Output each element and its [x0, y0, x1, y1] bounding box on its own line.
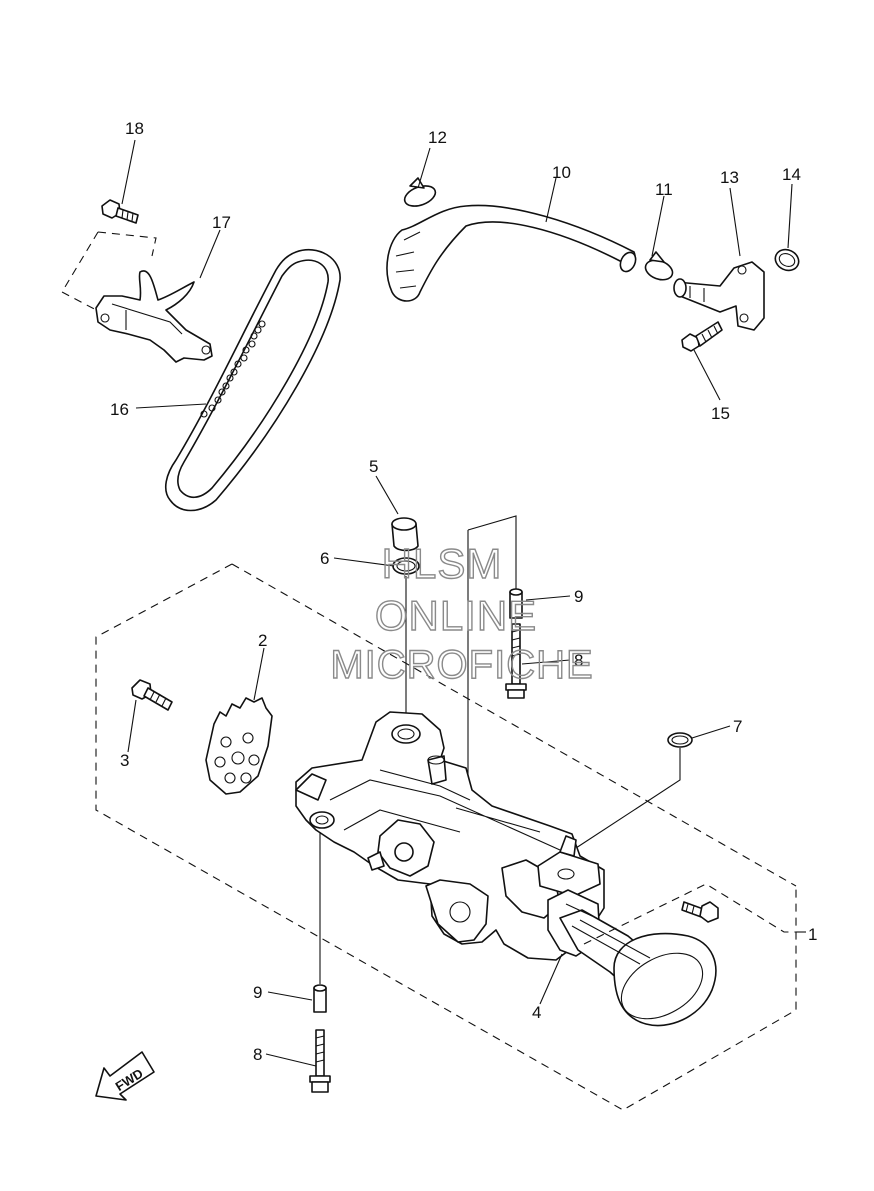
bolt-18-alignment [61, 231, 157, 313]
callout-8-lower: 8 [253, 1045, 262, 1064]
bolt-8-lower[interactable] [309, 1029, 331, 1093]
callout-3: 3 [120, 751, 129, 770]
o-ring-7-alignment [575, 748, 681, 849]
clamp-12[interactable] [402, 177, 438, 210]
bolt-15[interactable] [681, 321, 723, 352]
callout-6: 6 [320, 549, 329, 568]
callout-13: 13 [720, 168, 739, 187]
callout-4: 4 [532, 1003, 541, 1022]
callout-11: 11 [655, 180, 673, 199]
leader-lines [121, 139, 793, 1067]
callout-9-upper: 9 [574, 587, 583, 606]
bolt-8-upper[interactable] [505, 623, 527, 699]
watermark-line-1: HLSM [382, 540, 503, 587]
callout-15: 15 [711, 404, 730, 423]
dowel-pin-9-lower[interactable] [313, 984, 327, 1013]
callout-2: 2 [258, 631, 267, 650]
callout-16: 16 [110, 400, 129, 419]
hose-10[interactable] [386, 204, 639, 302]
assembly-boundary [95, 563, 797, 1111]
bolt-3[interactable] [131, 679, 173, 711]
callout-12: 12 [428, 128, 447, 147]
chain-guide-17[interactable] [95, 270, 213, 363]
strainer-bolt[interactable] [681, 901, 719, 923]
callout-7: 7 [733, 717, 742, 736]
fwd-arrow: FWD [95, 1051, 155, 1101]
oil-pump-assembly[interactable] [295, 711, 717, 1032]
watermark: HLSM ONLINE MICROFICHE [330, 539, 594, 687]
chain-16[interactable] [164, 248, 341, 512]
callout-8-upper: 8 [574, 651, 583, 670]
callout-9-lower: 9 [253, 983, 262, 1002]
callout-1: 1 [808, 925, 817, 944]
callout-labels: 1 2 3 4 5 6 7 8 8 9 9 10 11 12 13 14 15 … [110, 119, 817, 1064]
sprocket-2[interactable] [205, 697, 273, 795]
pipe-13[interactable] [673, 261, 765, 331]
dowel-pin-9-upper[interactable] [509, 588, 523, 619]
callout-14: 14 [782, 165, 801, 184]
watermark-line-3: MICROFICHE [330, 643, 593, 687]
bolt-18[interactable] [101, 199, 139, 224]
callout-18: 18 [125, 119, 144, 138]
dowel-sleeve-5[interactable] [391, 517, 419, 552]
watermark-line-2: ONLINE [375, 592, 537, 639]
callout-10: 10 [552, 163, 571, 182]
clamp-11[interactable] [643, 251, 675, 283]
upper-bolt-alignment [467, 515, 517, 780]
o-ring-7[interactable] [667, 732, 693, 748]
callout-17: 17 [212, 213, 231, 232]
o-ring-14[interactable] [772, 246, 802, 274]
assembly-boundary-upper [231, 563, 797, 887]
callout-5: 5 [369, 457, 378, 476]
